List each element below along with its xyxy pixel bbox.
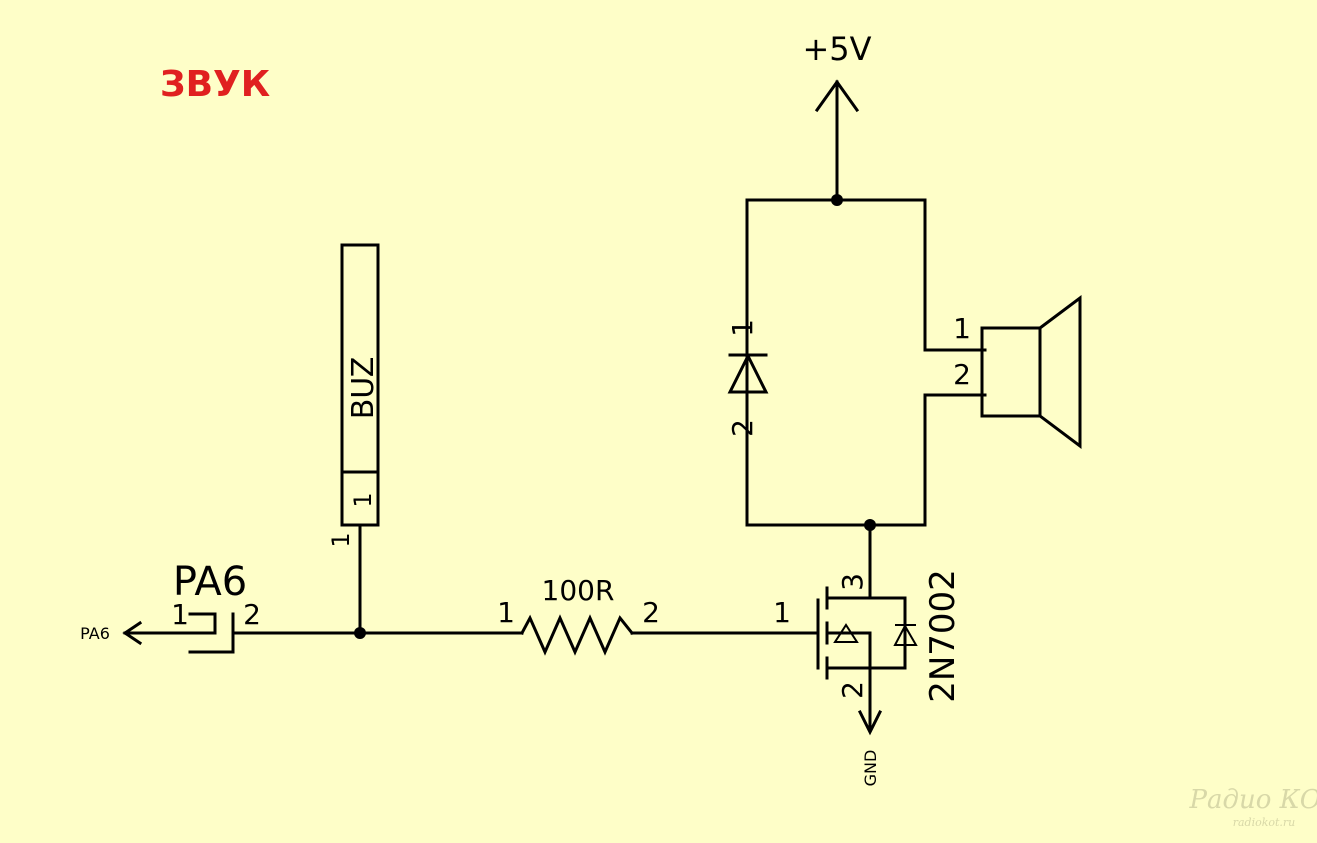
watermark-site: radiokot.ru (1233, 816, 1296, 829)
mosfet-gate-pin-label: 1 (773, 596, 791, 629)
schematic-title: ЗВУК (160, 64, 270, 105)
junction-buzzer (354, 627, 366, 639)
resistor-pin1-label: 1 (497, 596, 515, 629)
speaker-wire-2 (923, 393, 987, 527)
jumper-pin2-label: 2 (243, 598, 261, 631)
junction-top (831, 194, 843, 206)
jumper-name-label: PA6 (173, 559, 247, 605)
diode-pin1-label: 1 (726, 319, 759, 337)
watermark: Радио КОТ radiokot.ru (1189, 785, 1317, 829)
input-net-port: PA6 (80, 620, 192, 646)
ground-label: GND (861, 750, 880, 787)
flyback-diode: 1 2 (726, 198, 769, 527)
speaker-pin2-label: 2 (953, 358, 971, 391)
mosfet-source-pin-label: 2 (836, 681, 869, 699)
buzzer-pin-outside-label: 1 (327, 532, 355, 547)
resistor: 100R 1 2 (233, 574, 660, 656)
power-symbol: +5V (802, 30, 872, 202)
buzzer-pin-inside-label: 1 (349, 492, 377, 507)
resistor-value-label: 100R (542, 574, 615, 607)
diode-pin2-label: 2 (726, 419, 759, 437)
speaker-symbol: 1 2 (953, 295, 1082, 449)
jumper-pa6: PA6 1 2 (171, 559, 261, 654)
input-net-label: PA6 (80, 624, 110, 643)
power-label: +5V (802, 30, 871, 68)
mosfet-part-label: 2N7002 (923, 569, 963, 703)
speaker-pin1-label: 1 (953, 312, 971, 345)
mosfet-drain-pin-label: 3 (836, 573, 869, 591)
buzzer-symbol: BUZ 1 1 (327, 243, 381, 635)
mosfet-transistor: 3 2 1 2N7002 (630, 523, 963, 736)
watermark-brand: Радио КОТ (1189, 785, 1317, 815)
jumper-pin1-label: 1 (171, 598, 189, 631)
speaker-wire-1 (923, 198, 987, 352)
resistor-pin2-label: 2 (642, 596, 660, 629)
buzzer-name-label: BUZ (346, 357, 381, 420)
